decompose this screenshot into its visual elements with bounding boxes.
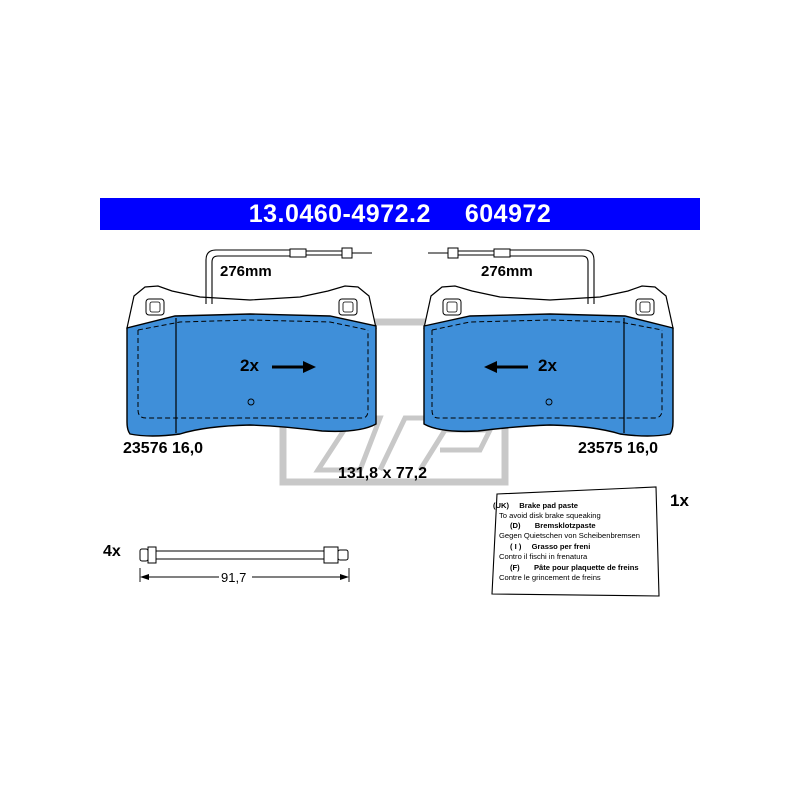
language-code: ( I ) (510, 542, 522, 551)
right-wear-sensor-wire (510, 249, 595, 304)
paste-line: Contre le grincement de freins (499, 573, 601, 582)
paste-line: (UK) Brake pad paste (493, 501, 578, 510)
left-wear-sensor-wire (205, 249, 290, 304)
header-bar: 13.0460-4972.2 604972 (100, 198, 700, 230)
paste-line-text: Brake pad paste (519, 501, 578, 510)
language-code: (UK) (493, 501, 510, 510)
right-wire-length-label: 276mm (481, 263, 533, 280)
paste-line: Gegen Quietschen von Scheibenbremsen (499, 531, 640, 540)
paste-line-text: Grasso per freni (531, 542, 591, 551)
paste-sachet (491, 486, 660, 597)
paste-line-text: Gegen Quietschen von Scheibenbremsen (499, 531, 640, 540)
left-quantity-label: 2x (240, 356, 259, 375)
part-number: 13.0460-4972.2 (248, 199, 431, 228)
left-pad-friction-block (126, 313, 377, 437)
paste-line: (F) Pâte pour plaquette de freins (510, 563, 639, 572)
left-brake-pad (126, 247, 377, 437)
paste-line-text: Contro il fischi in frenatura (499, 552, 588, 561)
pin-quantity: 4x (103, 543, 121, 560)
right-pad-code: 23575 16,0 (578, 440, 659, 457)
pin-length: 91,7 (221, 570, 247, 585)
paste-line-text: Bremsklotzpaste (534, 521, 596, 530)
pad-dimensions: 131,8 x 77,2 (338, 465, 427, 482)
paste-line-text: Pâte pour plaquette de freins (533, 563, 639, 572)
language-code: (D) (510, 521, 521, 530)
language-code: (F) (510, 563, 520, 572)
paste-line: ( I ) Grasso per freni (510, 542, 590, 551)
paste-line-text: To avoid disk brake squeaking (499, 511, 601, 520)
right-pad-friction-block (423, 313, 674, 437)
guide-pin (139, 546, 350, 582)
paste-line: (D) Bremsklotzpaste (510, 521, 596, 530)
left-wire-length-label: 276mm (220, 263, 272, 280)
paste-line-text: Contre le grincement de freins (499, 573, 601, 582)
right-quantity-label: 2x (538, 356, 557, 375)
paste-instructions: (UK) Brake pad paste To avoid disk brake… (493, 490, 661, 593)
right-brake-pad (423, 247, 674, 437)
paste-line: Contro il fischi in frenatura (499, 552, 587, 561)
paste-line: To avoid disk brake squeaking (499, 511, 601, 520)
reference-number: 604972 (464, 199, 552, 228)
paste-quantity: 1x (670, 491, 689, 510)
left-pad-code: 23576 16,0 (123, 440, 204, 457)
